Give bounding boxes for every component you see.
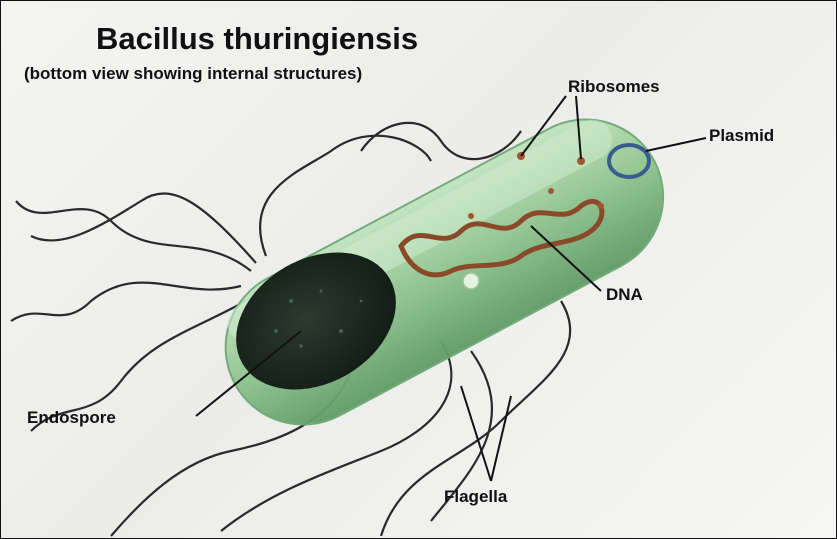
label-endospore: Endospore xyxy=(27,408,116,428)
plasmid-leader xyxy=(646,138,706,151)
flagellum xyxy=(11,283,241,321)
diagram-subtitle: (bottom view showing internal structures… xyxy=(24,64,362,84)
label-ribosomes: Ribosomes xyxy=(568,77,660,97)
label-dna: DNA xyxy=(606,285,643,305)
flagellum xyxy=(361,123,521,159)
flagella-leader xyxy=(491,396,511,481)
label-flagella: Flagella xyxy=(444,487,507,507)
label-plasmid: Plasmid xyxy=(709,126,774,146)
flagellum xyxy=(31,194,256,263)
diagram-title: Bacillus thuringiensis xyxy=(96,21,418,57)
flagellum xyxy=(16,201,251,271)
air-bubble xyxy=(463,273,479,289)
